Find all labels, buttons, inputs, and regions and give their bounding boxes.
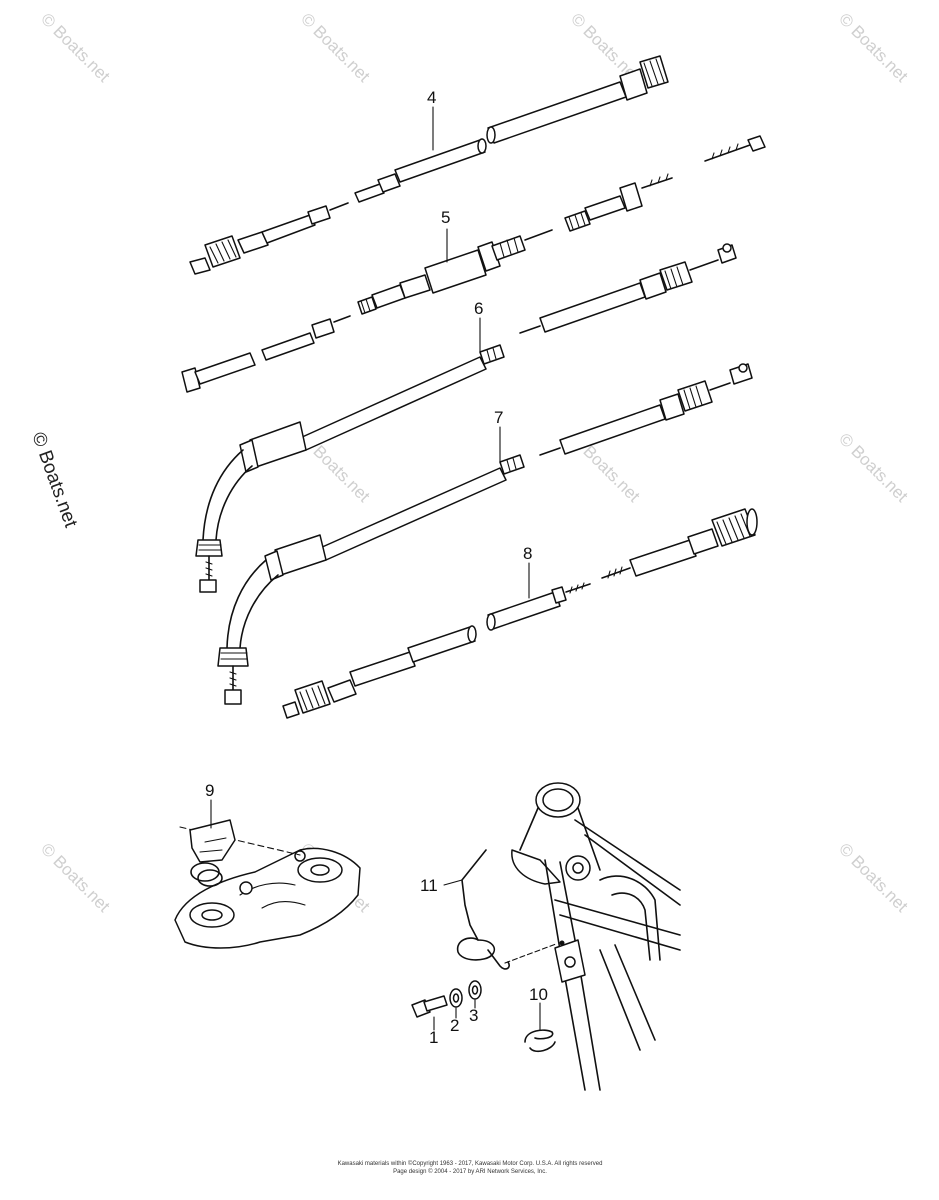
cable-part-6 xyxy=(181,243,737,593)
watermark-side: © Boats.net xyxy=(27,430,81,531)
leader-lines xyxy=(210,106,541,1031)
part-9-triple-clamp-guide xyxy=(174,819,361,949)
cable-part-7 xyxy=(217,363,753,705)
cable-part-4 xyxy=(189,55,669,275)
callout-2: 2 xyxy=(450,1016,459,1035)
callout-5: 5 xyxy=(441,208,450,227)
callout-3: 3 xyxy=(469,1006,478,1025)
frame-assembly xyxy=(411,782,681,1091)
callout-6: 6 xyxy=(474,299,483,318)
watermark-top-right: © Boats.net xyxy=(835,9,912,86)
watermark-top-center-left: © Boats.net xyxy=(297,9,374,86)
callout-10: 10 xyxy=(529,985,548,1004)
cable-part-5 xyxy=(357,135,766,315)
watermark-mid-right: © Boats.net xyxy=(835,429,912,506)
callout-9: 9 xyxy=(205,781,214,800)
callout-4: 4 xyxy=(427,88,436,107)
watermark-bottom-left: © Boats.net xyxy=(37,839,114,916)
callout-8: 8 xyxy=(523,544,532,563)
callout-7: 7 xyxy=(494,408,503,427)
watermark-bottom-right: © Boats.net xyxy=(835,839,912,916)
callout-1: 1 xyxy=(429,1028,438,1047)
footer-copyright: Kawasaki materials within ©Copyright 196… xyxy=(338,1160,603,1167)
callout-11: 11 xyxy=(420,876,438,895)
callouts: 4 5 6 7 8 9 11 1 2 3 10 xyxy=(205,88,548,1047)
cable-part-8 xyxy=(282,508,758,719)
footer-page-design: Page design © 2004 - 2017 by ARI Network… xyxy=(393,1168,547,1175)
watermark-top-left: © Boats.net xyxy=(37,9,114,86)
